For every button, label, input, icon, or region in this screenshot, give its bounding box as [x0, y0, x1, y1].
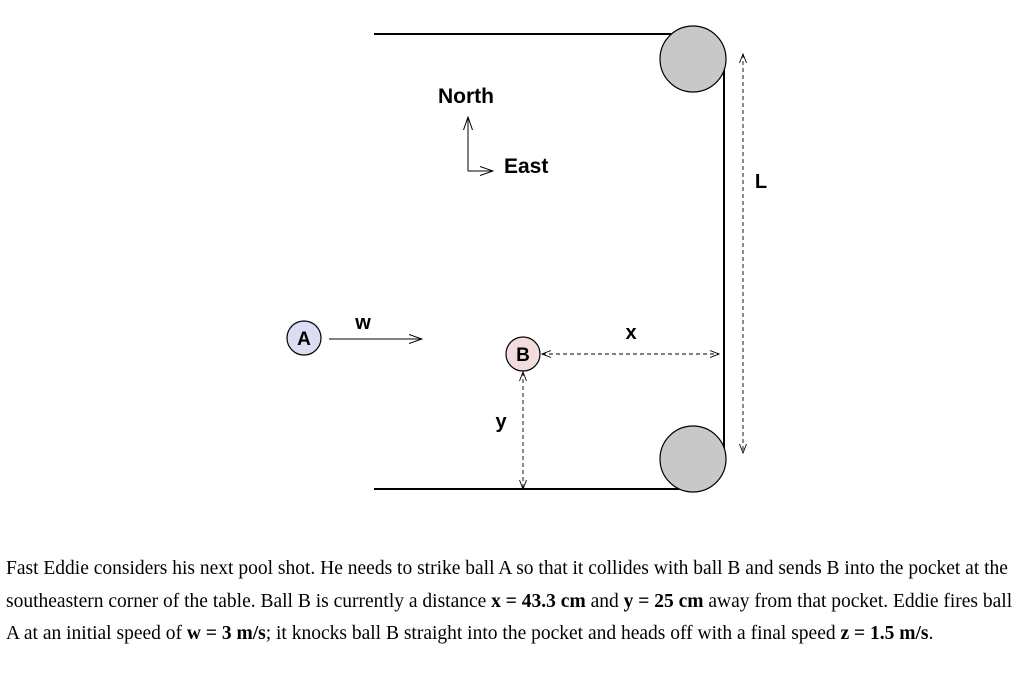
problem-text-3: away from that pocket. Eddie fires ball … [6, 590, 1013, 645]
ball-a-label: A [297, 329, 311, 350]
label-w: w [354, 312, 371, 334]
value-w: w = 3 m/s [186, 623, 266, 645]
pool-table-diagram: North East A w B x y L [286, 25, 767, 493]
problem-text-2: and [585, 590, 624, 612]
label-L: L [755, 171, 767, 193]
value-z: z = 1.5 m/s [840, 623, 929, 645]
pocket-southeast [659, 425, 727, 493]
compass-east-label: East [504, 155, 548, 178]
label-x: x [625, 322, 636, 344]
problem-text-4: ; it knocks ball B straight into the poc… [265, 623, 841, 645]
value-y: y = 25 cm [623, 590, 704, 612]
problem-text-1: Fast Eddie considers his next pool shot.… [6, 558, 1008, 612]
pocket-northeast [659, 25, 727, 93]
ball-a [286, 320, 322, 356]
problem-statement: Fast Eddie considers his next pool shot.… [6, 553, 1014, 651]
compass-north-label: North [438, 85, 494, 108]
value-x: x = 43.3 cm [491, 590, 586, 612]
ball-b-label: B [516, 345, 530, 366]
problem-text-5: . [928, 623, 934, 645]
label-y: y [495, 411, 507, 433]
